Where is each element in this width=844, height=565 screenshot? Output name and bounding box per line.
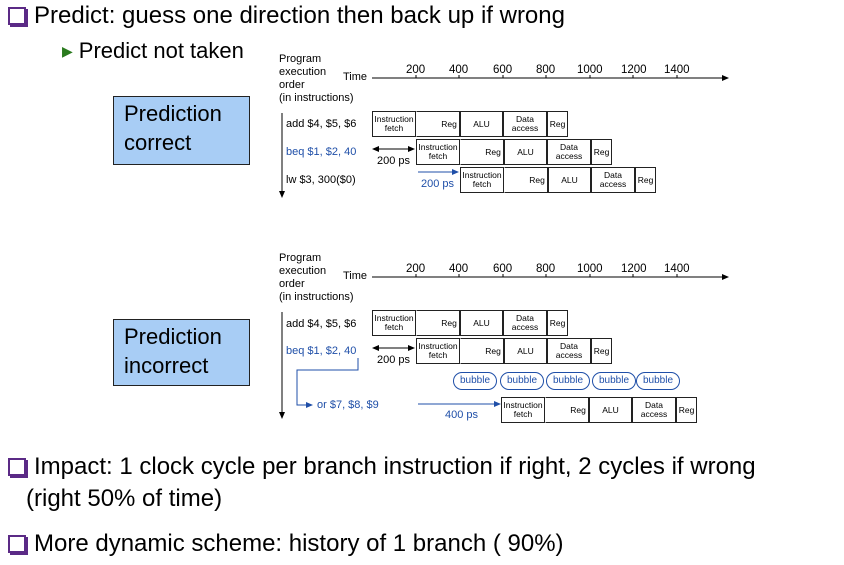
tick-label: 200 [406, 64, 426, 76]
tick-label: 1400 [664, 64, 690, 76]
bubble-cloud: bubble [453, 372, 497, 390]
prediction-incorrect-line2: incorrect [124, 353, 209, 378]
prediction-correct-line1: Prediction [124, 101, 222, 126]
time-label: Time [343, 270, 368, 282]
prediction-correct-line2: correct [124, 130, 192, 155]
bubble-cloud: bubble [500, 372, 544, 390]
triangle-bullet-icon: ▶ [62, 42, 73, 59]
stage-reg: Reg [676, 397, 697, 423]
delay-label: 200 ps [421, 178, 455, 190]
stage-reg: Reg [545, 397, 589, 423]
delay-label: 400 ps [445, 409, 479, 421]
bullet-text: Impact: 1 clock cycle per branch instruc… [34, 453, 756, 480]
tick-label: 800 [536, 263, 556, 275]
tick-label: 1200 [621, 64, 647, 76]
instruction-add: add $4, $5, $6 [286, 318, 357, 330]
instruction-or: or $7, $8, $9 [317, 399, 379, 411]
tick-label: 1200 [621, 263, 647, 275]
stage-reg: Reg [547, 111, 568, 137]
execution-order-label: Program execution order (in instructions… [279, 252, 354, 303]
prediction-incorrect-line1: Prediction [124, 324, 222, 349]
stage-reg: Reg [504, 167, 548, 193]
bullet-continuation: (right 50% of time) [26, 485, 223, 512]
bullet-text: Predict: guess one direction then back u… [34, 2, 565, 29]
bubble-cloud: bubble [636, 372, 680, 390]
instruction-lw: lw $3, 300($0) [286, 174, 356, 186]
bullet-text: More dynamic scheme: history of 1 branch… [34, 530, 564, 557]
stage-alu: ALU [504, 139, 547, 165]
stage-reg: Reg [591, 139, 612, 165]
tick-label: 400 [449, 263, 469, 275]
checkbox-bullet-icon [8, 535, 26, 553]
checkbox-bullet-icon [8, 7, 26, 25]
tick-label: 800 [536, 64, 556, 76]
bullet-dynamic-scheme: More dynamic scheme: history of 1 branch… [8, 530, 564, 558]
stage-alu: ALU [504, 338, 547, 364]
bullet-predict: Predict: guess one direction then back u… [8, 2, 565, 30]
tick-label: 200 [406, 263, 426, 275]
stage-alu: ALU [460, 111, 503, 137]
tick-label: 600 [493, 64, 513, 76]
prediction-incorrect-box: Prediction incorrect [113, 319, 250, 386]
stage-reg: Reg [416, 310, 460, 336]
bubble-cloud: bubble [546, 372, 590, 390]
stage-reg: Reg [547, 310, 568, 336]
stage-reg: Reg [591, 338, 612, 364]
tick-label: 1000 [577, 263, 603, 275]
stage-reg: Reg [460, 139, 504, 165]
stage-alu: ALU [589, 397, 632, 423]
bullet-impact: Impact: 1 clock cycle per branch instruc… [8, 453, 756, 481]
instruction-add: add $4, $5, $6 [286, 118, 357, 130]
prediction-correct-box: Prediction correct [113, 96, 250, 165]
delay-label: 200 ps [377, 354, 411, 366]
sub-bullet-predict-not-taken: ▶ Predict not taken [62, 38, 244, 64]
stage-reg: Reg [416, 111, 460, 137]
delay-label: 200 ps [377, 155, 411, 167]
tick-label: 600 [493, 263, 513, 275]
stage-reg: Reg [635, 167, 656, 193]
execution-order-label: Program execution order (in instructions… [279, 53, 354, 104]
stage-reg: Reg [460, 338, 504, 364]
tick-label: 400 [449, 64, 469, 76]
bubble-cloud: bubble [592, 372, 636, 390]
time-label: Time [343, 71, 368, 83]
stage-alu: ALU [548, 167, 591, 193]
tick-label: 1000 [577, 64, 603, 76]
checkbox-bullet-icon [8, 458, 26, 476]
stage-alu: ALU [460, 310, 503, 336]
sub-bullet-text: Predict not taken [78, 38, 244, 63]
instruction-beq: beq $1, $2, 40 [286, 146, 357, 158]
instruction-beq: beq $1, $2, 40 [286, 345, 357, 357]
tick-label: 1400 [664, 263, 690, 275]
